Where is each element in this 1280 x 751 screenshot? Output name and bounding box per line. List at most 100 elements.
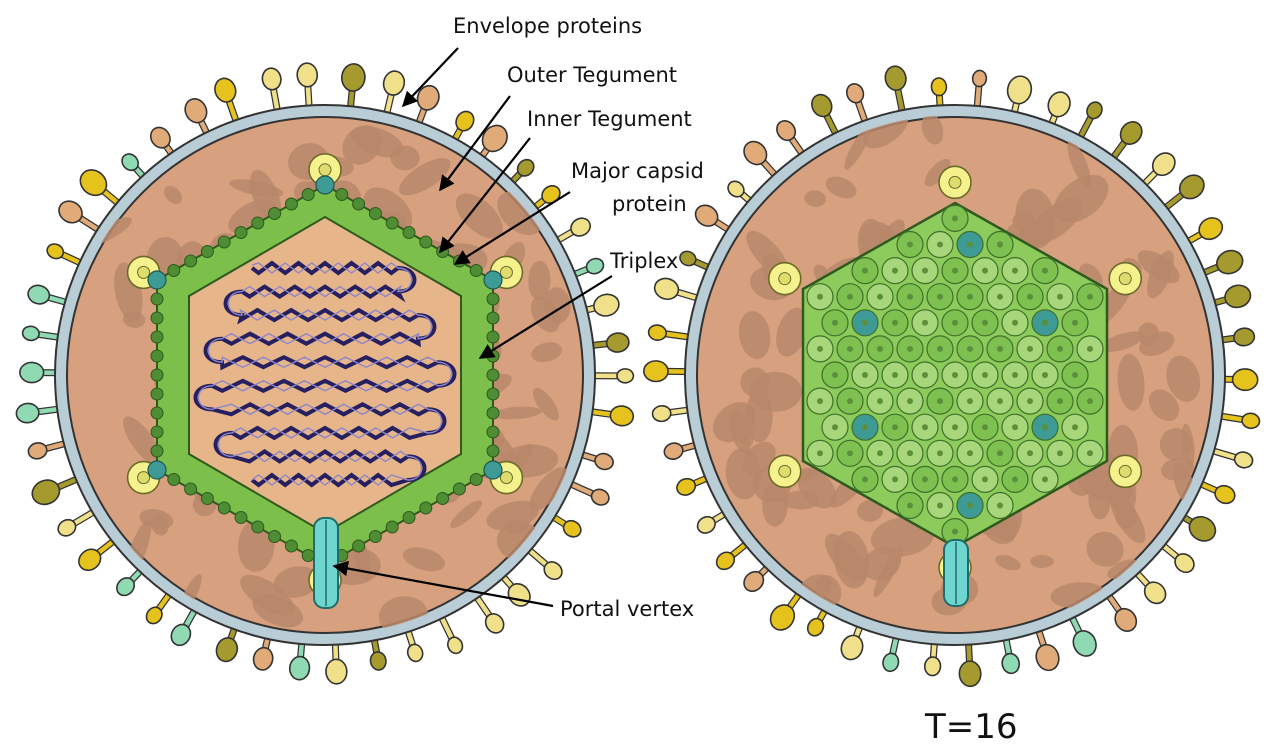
capsomer-channel [967,345,973,352]
envelope-protein-head [715,551,736,571]
capsomer-bump [167,264,181,277]
tegument-blob [229,179,284,198]
capsomer-channel [1027,450,1033,457]
capsomer-channel [1042,319,1048,326]
envelope-protein-head [416,84,440,111]
envelope-protein-stalk-fill [660,331,692,340]
capsomer-channel [1042,267,1048,274]
capsomer-channel [877,450,883,457]
capsomer-channel [952,476,958,483]
capsomer-bump [452,482,466,496]
envelope-protein-stalk-fill [974,81,982,111]
capsomer-channel [1012,476,1018,483]
label-inner-tegument: Inner Tegument [527,107,692,131]
capsomer-channel [877,293,883,300]
capsomer-bump [284,539,298,553]
label-portal-vertex: Portal vertex [560,597,694,621]
capsomer-channel [982,267,988,274]
tegument-blob [530,296,560,333]
capsomer-channel [937,450,943,457]
envelope-protein-head [593,293,620,317]
tegument-blob [399,158,451,196]
envelope-protein-head [643,360,669,383]
capsomer-bump [251,216,265,230]
capsomer-bump [217,235,231,249]
envelope-protein-head [647,324,668,341]
tegument-blob [528,260,551,301]
penton-section [315,175,335,195]
capsomer-channel [892,476,898,483]
capsomer-bump [486,425,500,439]
capsomer-bump [150,425,164,439]
envelope-protein-head [340,63,366,92]
envelope-protein-head [516,158,535,177]
envelope-protein-stalk-fill [1217,413,1248,423]
capsomer-channel [1012,372,1018,378]
capsomer-channel [997,293,1003,300]
tegument-blob [1137,322,1160,346]
tegument-blob [749,371,803,412]
capsomer-bump [486,292,500,306]
envelope-protein-head [663,442,684,460]
capsid-vertex-knob-core [778,464,792,478]
capsomer-channel [907,241,913,248]
envelope-protein-head [676,477,697,496]
capsomer-bump [352,539,366,553]
envelope-protein-head [806,617,825,637]
tegument-blob [712,402,756,443]
capsomers [806,204,1104,546]
envelope-protein-head [590,488,610,506]
tegument-blob [351,126,404,158]
capsomer-bump [167,473,181,486]
capsomer-channel [892,372,898,378]
arrow-inner-tegument [439,137,531,254]
arrow-major-capsid-protein [453,191,571,265]
envelope-protein-head [679,250,697,267]
capsomer-channel [982,372,988,378]
capsomer-channel [937,345,943,352]
capsomer-channel [1012,267,1018,274]
capsomer-bump [419,501,433,515]
envelope-protein-head [694,204,719,227]
capsomer-channel [967,450,973,457]
capsomer-channel [1087,293,1093,300]
capsomer-bump [234,511,248,524]
triangulation-number-caption: T=16 [924,707,1018,747]
envelope-protein-head [1231,368,1259,392]
tegument-blob [833,530,870,589]
capsomer-bump [486,406,500,420]
envelope-protein-head [46,243,65,260]
tegument-blob [1107,559,1139,579]
capsomer-channel [922,476,928,483]
capsomer-channel [952,215,958,222]
tegument-blob [403,547,446,572]
tegument-blob [815,575,842,606]
envelope-protein-head [296,62,319,88]
tegument-blob [450,500,483,529]
capsomer-channel [1027,345,1033,352]
tegument-blob [491,406,542,420]
envelope-protein-head [31,479,61,506]
envelope-protein-head [78,548,102,572]
capsomer-bump [486,444,500,458]
capsomer-channel [862,372,868,378]
envelope-protein-head [930,77,948,97]
capsomer-bump [150,368,164,382]
capsomer-channel [1012,319,1018,326]
envelope-protein-head [616,368,635,384]
capsid-vertex-knob-core [137,265,151,279]
envelope-protein-head [27,442,48,460]
envelope-protein-head [1035,643,1060,672]
capsomer-bump [251,520,265,534]
tegument-blob [857,499,884,522]
capsid-vertex-knob-core [1118,464,1132,478]
envelope-protein-head [1047,91,1071,118]
envelope-protein-head [252,646,274,671]
capsomer-channel [1057,293,1063,300]
envelope-protein-head [1143,581,1167,605]
envelope-protein-head [1214,484,1236,505]
capsomer-channel [922,424,928,431]
capsomer-channel [817,450,823,457]
capsomer-channel [907,450,913,457]
capsomer-bump [150,387,164,401]
